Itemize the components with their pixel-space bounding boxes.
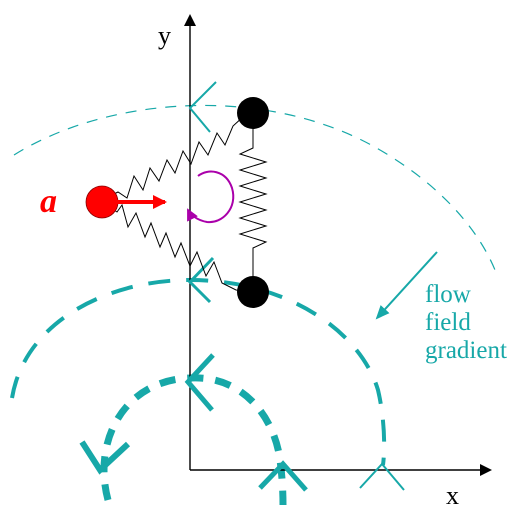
y-axis-label: y: [158, 21, 171, 50]
flow-label-line1: flow: [425, 281, 471, 308]
spring-right: [238, 113, 268, 292]
chevron-left: [79, 440, 131, 475]
bead-label: a: [40, 183, 57, 220]
bead-bottom-black: [237, 276, 269, 308]
spring-bottom-left: [101, 201, 254, 293]
chevron-mid: [187, 256, 215, 304]
chevron-low: [184, 353, 215, 412]
chevron-top: [188, 81, 217, 133]
flow-arc-outer: [13, 104, 498, 276]
spring-top-left: [101, 112, 254, 201]
chevron-bottom-right: [359, 462, 405, 491]
chevron-bottom-mid: [258, 460, 308, 492]
x-axis-label: x: [446, 481, 459, 510]
rotation-arrow: [187, 170, 235, 224]
flow-label-line3: gradient: [425, 337, 507, 364]
bead-top-black: [237, 97, 269, 129]
flow-arc-inner: [100, 374, 287, 506]
flow-label-line2: field: [425, 309, 471, 336]
flow-gradient-arrow: [375, 251, 438, 320]
